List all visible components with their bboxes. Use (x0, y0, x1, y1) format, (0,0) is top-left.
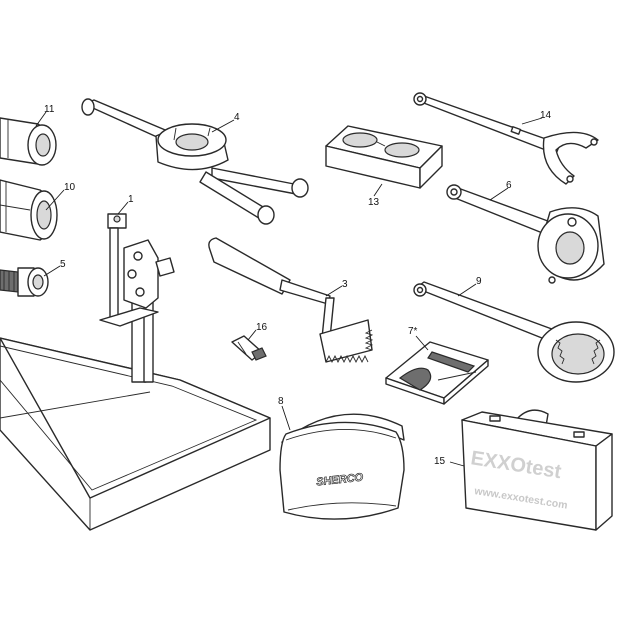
part-6-ring-spanner (446, 184, 605, 284)
part-5-threaded-adapter (0, 267, 49, 297)
part-16-small-pin (231, 335, 267, 361)
callout-10: 10 (64, 182, 76, 193)
part-10-tube-tool (0, 179, 58, 241)
leader-lines (35, 111, 543, 467)
part-4-flywheel-holder (81, 98, 309, 225)
part-8-tool-bag: SHERCO (279, 413, 405, 520)
callout-14: 14 (540, 110, 552, 121)
callout-16: 16 (256, 322, 268, 333)
callout-9: 9 (476, 276, 482, 287)
callout-8: 8 (278, 396, 284, 407)
bag-brand-label: SHERCO (316, 472, 364, 489)
part-15-exxotest-case: EXXOtest www.exxotest.com (461, 409, 613, 531)
callout-4: 4 (234, 112, 240, 123)
callout-5: 5 (60, 259, 66, 270)
callout-11: 11 (44, 104, 55, 115)
callout-3: 3 (342, 279, 348, 290)
part-7-manual-booklet (385, 341, 489, 405)
callout-15: 15 (434, 456, 446, 467)
part-1-stand-column (99, 213, 175, 383)
callout-labels: 11 10 5 1 4 14 6 13 3 9 16 7* 8 15 (44, 104, 552, 467)
part-13-bore-block (325, 125, 443, 189)
callout-1: 1 (128, 194, 134, 205)
part-14-hook-spanner (413, 92, 599, 185)
callout-7: 7* (408, 326, 418, 337)
engine-stand-tray (0, 337, 271, 531)
part-3-rake-tool (208, 237, 374, 364)
part-11-sleeve-tool (0, 117, 57, 166)
part-9-large-ring-spanner (413, 281, 615, 383)
callout-13: 13 (368, 197, 380, 208)
callout-6: 6 (506, 180, 512, 191)
